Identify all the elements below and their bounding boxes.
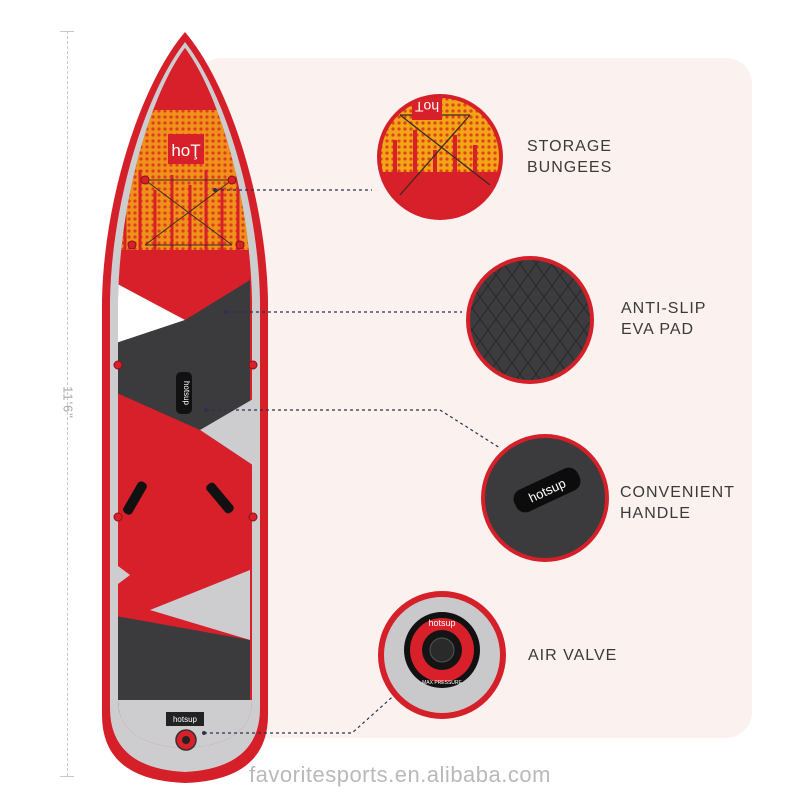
nose-logo-text: hoŢ bbox=[171, 141, 200, 160]
svg-text:MAX PRESSURE: MAX PRESSURE bbox=[422, 680, 462, 686]
svg-text:hotsup: hotsup bbox=[173, 715, 198, 724]
dimension-tick-top bbox=[60, 31, 74, 32]
board-handle bbox=[176, 372, 192, 414]
callout-line-2: HANDLE bbox=[620, 505, 691, 522]
callout-air-valve: AIR VALVE bbox=[528, 645, 617, 666]
leader-line-air-valve bbox=[204, 689, 401, 734]
callout-line-2: BUNGEES bbox=[527, 159, 613, 176]
dimension-tick-bottom bbox=[60, 776, 74, 777]
callout-line-2: EVA PAD bbox=[621, 321, 695, 338]
nose-logo-box bbox=[168, 134, 204, 164]
callout-line-1: ANTI-SLIP bbox=[621, 300, 707, 317]
leader-line-handle bbox=[206, 409, 501, 449]
svg-text:hotsup: hotsup bbox=[428, 618, 455, 628]
length-dimension-line bbox=[67, 31, 68, 776]
callout-line-1: STORAGE bbox=[527, 138, 612, 155]
detail-circle-air-valve: hotsup MAX PRESSURE bbox=[378, 591, 506, 719]
callout-convenient-handle: CONVENIENT HANDLE bbox=[620, 482, 735, 524]
detail-circle-eva-pad bbox=[466, 256, 594, 384]
svg-text:hotsup: hotsup bbox=[182, 381, 191, 406]
watermark-text: favoritesports.en.alibaba.com bbox=[249, 762, 551, 787]
tail-brand-plate bbox=[166, 712, 204, 726]
callout-line-1: AIR VALVE bbox=[528, 647, 618, 664]
callout-anti-slip-eva-pad: ANTI-SLIP EVA PAD bbox=[621, 298, 706, 340]
callout-line-1: CONVENIENT bbox=[620, 484, 735, 501]
callout-storage-bungees: STORAGE BUNGEES bbox=[527, 136, 612, 178]
detail-circle-handle: hotsup bbox=[481, 434, 609, 562]
svg-text:hoŢ: hoŢ bbox=[414, 99, 439, 115]
board-bungees bbox=[144, 179, 233, 246]
detail-circle-bungees: hoŢ bbox=[377, 94, 503, 220]
